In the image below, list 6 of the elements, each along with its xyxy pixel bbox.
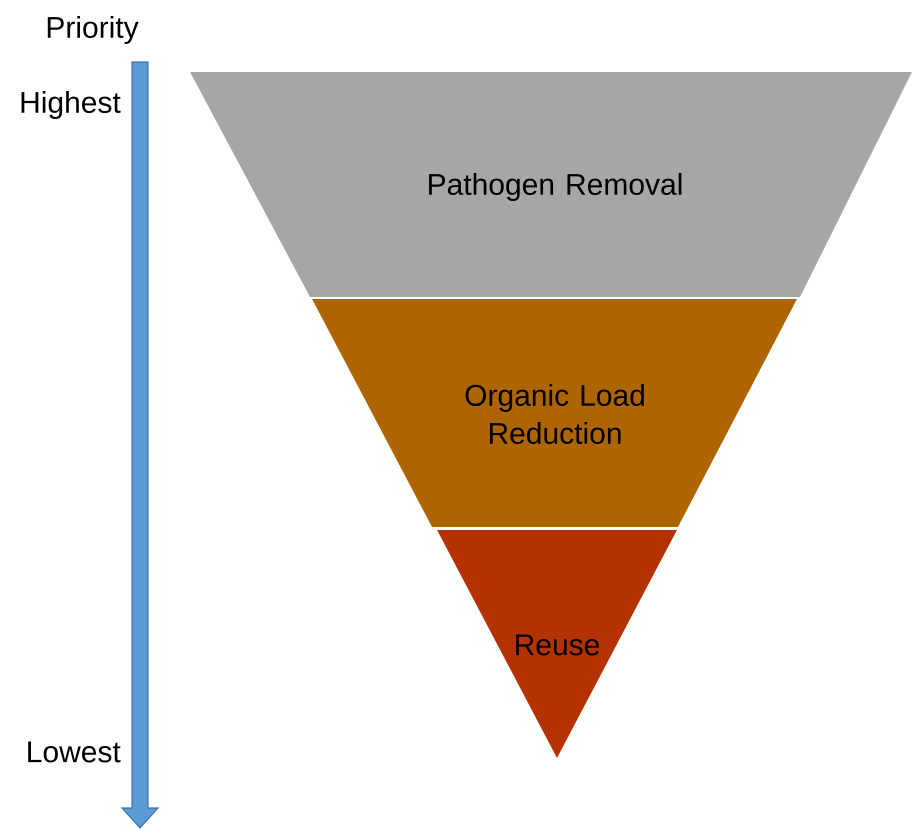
funnel-band: Reuse: [437, 530, 677, 758]
scale-label: Highest: [22, 91, 121, 119]
funnel-band: Organic Load Reduction: [312, 299, 797, 527]
scale-label: Lowest: [28, 742, 121, 762]
funnel-band: Pathogen Removal: [190, 72, 912, 297]
priority-label: Priority: [48, 16, 139, 44]
